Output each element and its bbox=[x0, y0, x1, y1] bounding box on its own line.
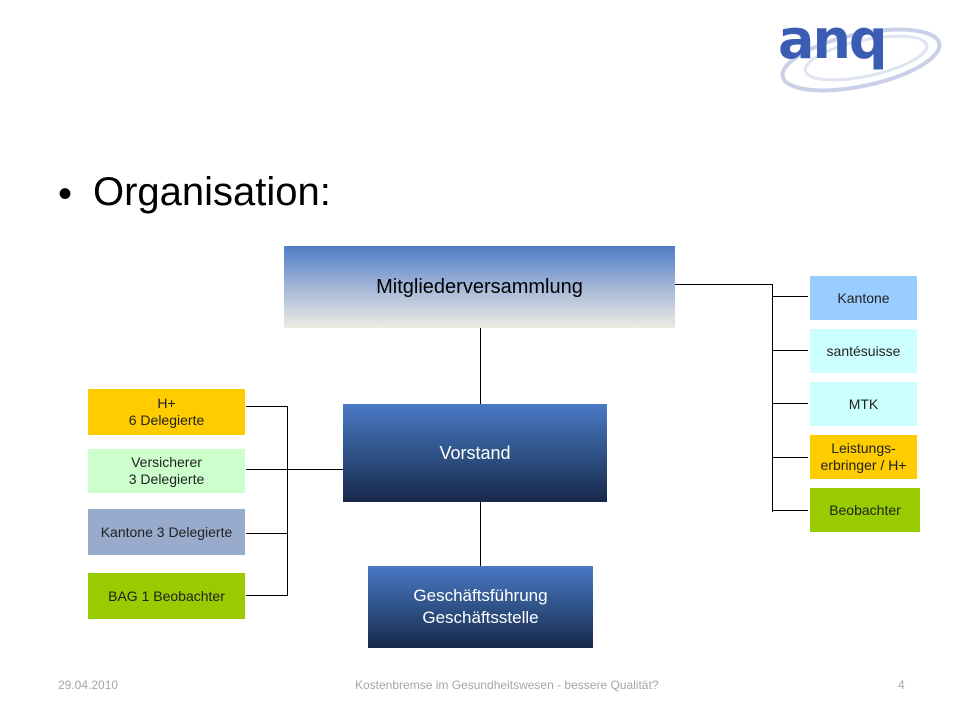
right-member-beobachter: Beobachter bbox=[810, 488, 920, 532]
slide-title: Organisation: bbox=[93, 170, 331, 214]
logo-text: anq bbox=[778, 8, 886, 71]
footer-page-number: 4 bbox=[898, 678, 905, 692]
left-member-bag: BAG 1 Beobachter bbox=[88, 573, 245, 619]
board-box: Vorstand bbox=[343, 404, 607, 502]
management-box: Geschäftsführung Geschäftsstelle bbox=[368, 566, 593, 648]
right-member-mtk: MTK bbox=[810, 382, 917, 426]
footer-date: 29.04.2010 bbox=[58, 678, 119, 692]
left-member-versicherer: Versicherer 3 Delegierte bbox=[88, 449, 245, 493]
footer-topic: Kostenbremse im Gesundheitswesen - besse… bbox=[355, 678, 659, 692]
assembly-box: Mitgliederversammlung bbox=[284, 246, 675, 328]
board-label: Vorstand bbox=[439, 442, 511, 463]
left-member-kantone: Kantone 3 Delegierte bbox=[88, 509, 245, 555]
management-label: Geschäftsführung Geschäftsstelle bbox=[413, 585, 548, 627]
left-member-h-plus: H+ 6 Delegierte bbox=[88, 389, 245, 435]
right-member-kantone: Kantone bbox=[810, 276, 917, 320]
right-member-santesuisse: santésuisse bbox=[810, 329, 917, 373]
anq-logo: anq bbox=[766, 0, 948, 94]
title-bullet: • bbox=[58, 172, 73, 216]
assembly-label: Mitgliederversammlung bbox=[376, 275, 583, 298]
right-member-leistungserbringer: Leistungs- erbringer / H+ bbox=[810, 435, 917, 479]
